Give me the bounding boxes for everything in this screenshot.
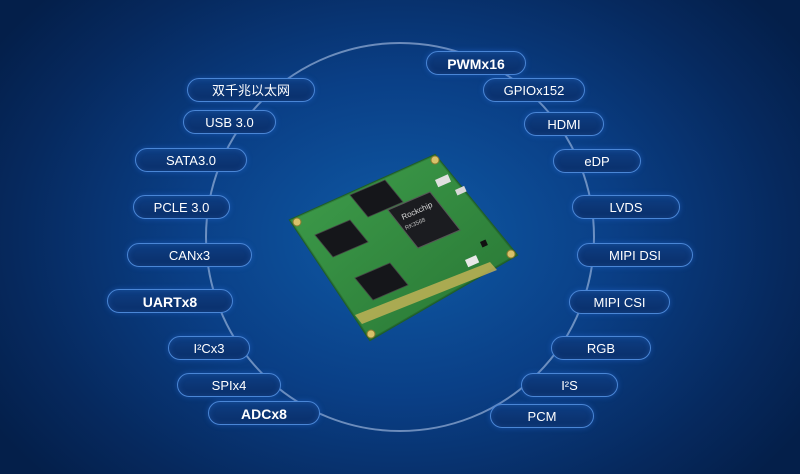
- label-pwm: PWMx16: [426, 51, 526, 75]
- label-uart: UARTx8: [107, 289, 233, 313]
- label-dual-gigabit-ethernet: 双千兆以太网: [187, 78, 315, 102]
- label-mipi-dsi: MIPI DSI: [577, 243, 693, 267]
- label-pcm: PCM: [490, 404, 594, 428]
- label-i2c: I²Cx3: [168, 336, 250, 360]
- label-lvds: LVDS: [572, 195, 680, 219]
- label-adc: ADCx8: [208, 401, 320, 425]
- label-i2s: I²S: [521, 373, 618, 397]
- label-hdmi: HDMI: [524, 112, 604, 136]
- label-can: CANx3: [127, 243, 252, 267]
- label-usb3: USB 3.0: [183, 110, 276, 134]
- interface-ring: [205, 42, 595, 432]
- label-gpio: GPIOx152: [483, 78, 585, 102]
- label-mipi-csi: MIPI CSI: [569, 290, 670, 314]
- label-sata3: SATA3.0: [135, 148, 247, 172]
- core-board-image: Rockchip RK3568: [288, 153, 519, 342]
- label-spi: SPIx4: [177, 373, 281, 397]
- label-edp: eDP: [553, 149, 641, 173]
- label-pcie3: PCLE 3.0: [133, 195, 230, 219]
- label-rgb: RGB: [551, 336, 651, 360]
